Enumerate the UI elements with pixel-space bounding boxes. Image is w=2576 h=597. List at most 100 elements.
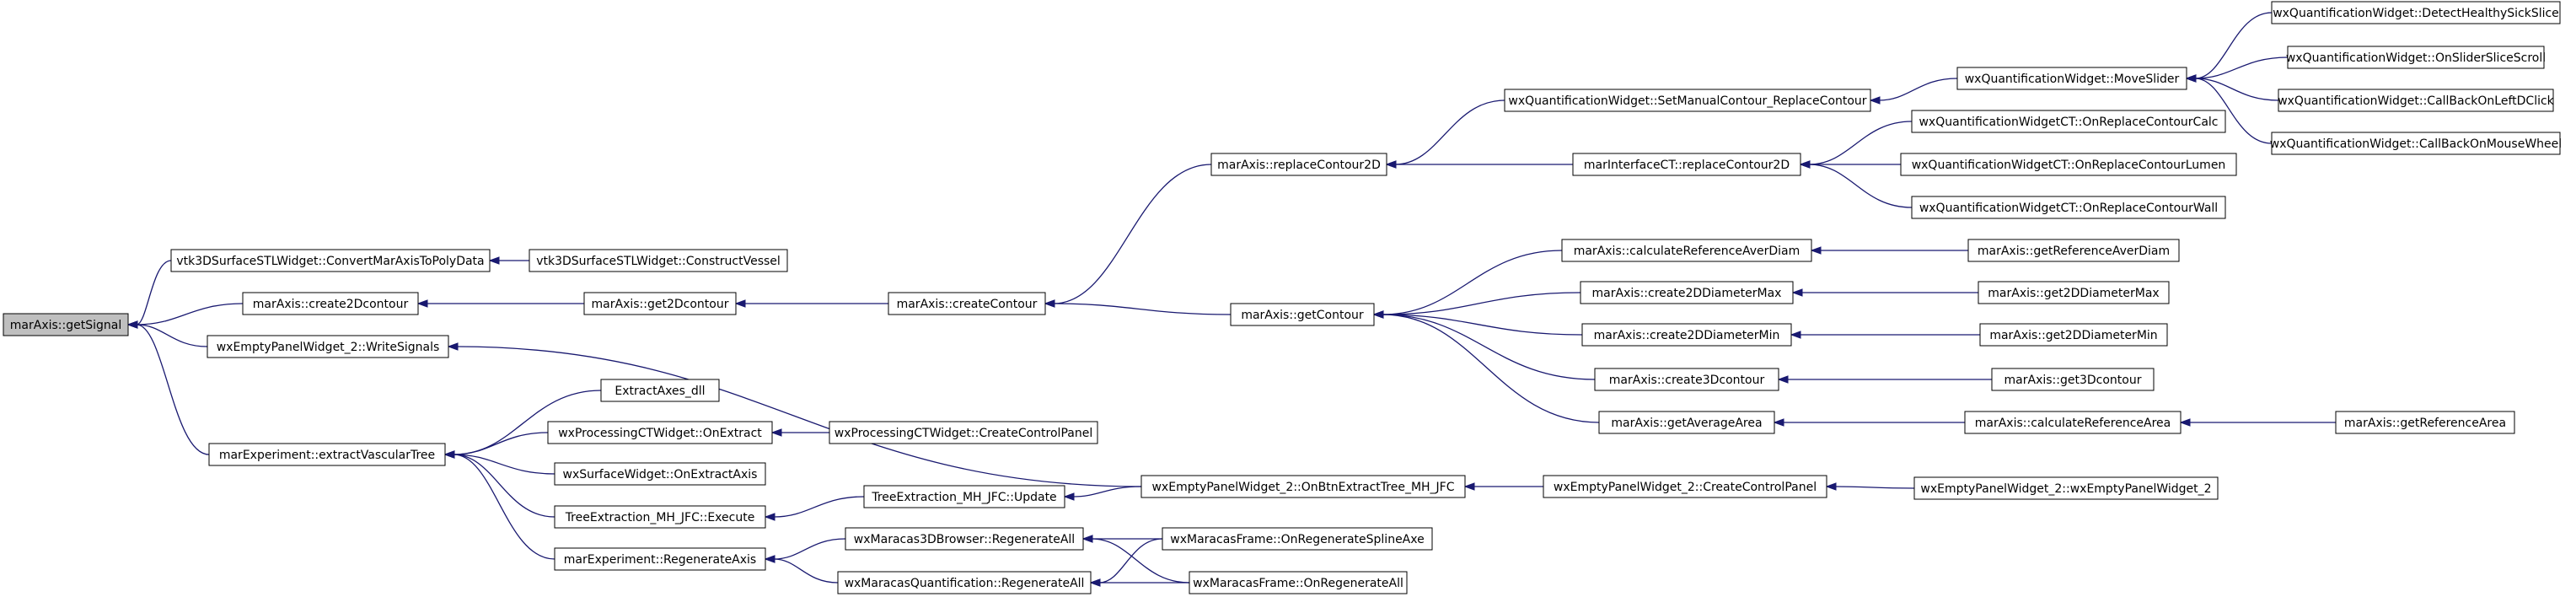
node-box [1572, 153, 1801, 176]
node-wxsurfacewidget-onextractaxis[interactable]: wxSurfaceWidget::OnExtractAxis [554, 462, 766, 486]
node-box [1978, 281, 2170, 304]
node-maraxis-create2ddiametermin[interactable]: marAxis::create2DDiameterMin [1581, 323, 1792, 347]
node-box [3, 313, 129, 336]
node-box [1561, 239, 1812, 262]
edge-wxquantificationwidgetct-onreplacecontourcalc-to-marinterfacect-replacecontour2d [1808, 121, 1913, 165]
node-wxquantificationwidget-moveslider[interactable]: wxQuantificationWidget::MoveSlider [1956, 67, 2187, 90]
node-label: wxEmptyPanelWidget_2::CreateControlPanel [1554, 481, 1817, 494]
edge-maraxis-getaveragearea-to-maraxis-getcontour [1382, 314, 1600, 423]
node-label: wxProcessingCTWidget::OnExtract [558, 427, 762, 440]
node-wxemptypanelwidget-2-onbtnextracttree-mh-jfc[interactable]: wxEmptyPanelWidget_2::OnBtnExtractTree_M… [1140, 475, 1466, 498]
node-box [170, 249, 491, 272]
node-wxemptypanelwidget-2-writesignals[interactable]: wxEmptyPanelWidget_2::WriteSignals [207, 335, 449, 358]
arrowhead-icon [1790, 331, 1801, 339]
arrowhead-icon [1044, 299, 1055, 308]
node-maraxis-createcontour[interactable]: marAxis::createContour [888, 292, 1046, 315]
node-maraxis-get2ddiametermin[interactable]: marAxis::get2DDiameterMin [1979, 323, 2168, 347]
node-maraxis-getaveragearea[interactable]: marAxis::getAverageArea [1598, 411, 1775, 434]
node-wxquantificationwidgetct-onreplacecontourcalc[interactable]: wxQuantificationWidgetCT::OnReplaceConto… [1911, 110, 2226, 133]
edge-wxemptypanelwidget-2-onbtnextracttree-mh-jfc-to-wxemptypanelwidget-2-writesignals [456, 346, 1142, 487]
arrowhead-icon [488, 256, 500, 265]
node-label: marAxis::getSignal [10, 319, 121, 332]
node-label: wxMaracas3DBrowser::RegenerateAll [854, 533, 1075, 546]
node-extractaxes-dll[interactable]: ExtractAxes_dll [600, 379, 720, 402]
node-label: marExperiment::RegenerateAxis [564, 553, 756, 567]
node-wxmaracasframe-onregenerateall[interactable]: wxMaracasFrame::OnRegenerateAll [1189, 571, 1408, 594]
node-wxquantificationwidget-setmanualcontour-replacecontour[interactable]: wxQuantificationWidget::SetManualContour… [1504, 89, 1871, 112]
arrowhead-icon [416, 299, 428, 308]
node-maraxis-getcontour[interactable]: marAxis::getContour [1230, 303, 1375, 326]
node-label: wxQuantificationWidget::CallBackOnLeftDC… [2278, 94, 2554, 108]
node-wxprocessingctwidget-createcontrolpanel[interactable]: wxProcessingCTWidget::CreateControlPanel [829, 421, 1098, 444]
node-label: wxMaracasQuantification::RegenerateAll [845, 577, 1085, 590]
node-box [829, 421, 1098, 444]
arrowhead-icon [1063, 492, 1075, 501]
node-label: marAxis::getReferenceArea [2344, 417, 2506, 430]
node-label: wxQuantificationWidgetCT::OnReplaceConto… [1919, 202, 2218, 215]
node-vtk3dsurfacestlwidget-constructvessel[interactable]: vtk3DSurfaceSTLWidget::ConstructVessel [529, 249, 788, 272]
node-wxemptypanelwidget-2-createcontrolpanel[interactable]: wxEmptyPanelWidget_2::CreateControlPanel [1543, 475, 1827, 498]
node-box [888, 292, 1046, 315]
node-maraxis-create2dcontour[interactable]: marAxis::create2Dcontour [242, 292, 419, 315]
node-maraxis-create2ddiametermax[interactable]: marAxis::create2DDiameterMax [1580, 281, 1794, 304]
node-maraxis-getsignal[interactable]: marAxis::getSignal [3, 313, 129, 336]
node-label: vtk3DSurfaceSTLWidget::ConvertMarAxisToP… [176, 255, 484, 268]
node-marexperiment-regenerateaxis[interactable]: marExperiment::RegenerateAxis [554, 547, 766, 571]
node-box [600, 379, 720, 402]
node-vtk3dsurfacestlwidget-convertmaraxistopolydata[interactable]: vtk3DSurfaceSTLWidget::ConvertMarAxisToP… [170, 249, 491, 272]
node-maraxis-get3dcontour[interactable]: marAxis::get3Dcontour [1991, 368, 2155, 391]
node-marexperiment-extractvasculartree[interactable]: marExperiment::extractVascularTree [208, 443, 446, 466]
node-box [583, 292, 737, 315]
edge-wxemptypanelwidget-2-wxemptypanelwidget-2-to-wxemptypanelwidget-2-createcontrolpanel [1834, 486, 1915, 489]
node-maraxis-get2ddiametermax[interactable]: marAxis::get2DDiameterMax [1978, 281, 2170, 304]
node-wxquantificationwidget-onsliderslicescroll[interactable]: wxQuantificationWidget::OnSliderSliceScr… [2286, 46, 2546, 69]
node-box [2278, 89, 2554, 112]
edge-marexperiment-regenerateaxis-to-marexperiment-extractvasculartree [453, 454, 555, 560]
node-box [554, 505, 766, 529]
node-box [2271, 132, 2561, 155]
node-label: wxQuantificationWidget::CallBackOnMouseW… [2270, 137, 2562, 151]
arrowhead-icon [443, 450, 455, 459]
edge-maraxis-create2dcontour-to-maraxis-getsignal [136, 303, 244, 325]
node-wxmaracasframe-onregeneratesplineaxe[interactable]: wxMaracasFrame::OnRegenerateSplineAxe [1162, 527, 1433, 551]
node-wxmaracas3dbrowser-regenerateall[interactable]: wxMaracas3DBrowser::RegenerateAll [845, 527, 1084, 551]
edge-wxprocessingctwidget-onextract-to-marexperiment-extractvasculartree [453, 432, 549, 455]
edge-wxquantificationwidgetct-onreplacecontourwall-to-marinterfacect-replacecontour2d [1808, 164, 1913, 208]
edge-wxmaracasquantification-regenerateall-to-marexperiment-regenerateaxis [773, 558, 839, 584]
node-treeextraction-mh-jfc-update[interactable]: TreeExtraction_MH_JFC::Update [863, 485, 1065, 508]
node-wxquantificationwidget-callbackonmousewheel[interactable]: wxQuantificationWidget::CallBackOnMouseW… [2270, 132, 2562, 155]
node-maraxis-calculatereferencearea[interactable]: marAxis::calculateReferenceArea [1964, 411, 2182, 434]
node-wxquantificationwidgetct-onreplacecontourwall[interactable]: wxQuantificationWidgetCT::OnReplaceConto… [1911, 196, 2226, 219]
node-label: marAxis::get2Dcontour [592, 298, 729, 311]
node-wxprocessingctwidget-onextract[interactable]: wxProcessingCTWidget::OnExtract [547, 421, 773, 444]
node-maraxis-getreferencearea[interactable]: marAxis::getReferenceArea [2335, 411, 2515, 434]
node-wxmaracasquantification-regenerateall[interactable]: wxMaracasQuantification::RegenerateAll [837, 571, 1092, 594]
node-marinterfacect-replacecontour2d[interactable]: marInterfaceCT::replaceContour2D [1572, 153, 1801, 176]
node-treeextraction-mh-jfc-execute[interactable]: TreeExtraction_MH_JFC::Execute [554, 505, 766, 529]
node-wxemptypanelwidget-2-wxemptypanelwidget-2[interactable]: wxEmptyPanelWidget_2::wxEmptyPanelWidget… [1913, 476, 2219, 500]
node-box [1911, 110, 2226, 133]
node-box [554, 462, 766, 486]
node-label: marAxis::get3Dcontour [2004, 374, 2142, 387]
node-box [845, 527, 1084, 551]
node-label: wxSurfaceWidget::OnExtractAxis [563, 468, 758, 481]
node-label: marAxis::calculateReferenceArea [1975, 417, 2171, 430]
node-label: wxQuantificationWidget::MoveSlider [1965, 73, 2180, 86]
node-label: marAxis::getContour [1241, 309, 1364, 322]
node-wxquantificationwidget-callbackonleftdclick[interactable]: wxQuantificationWidget::CallBackOnLeftDC… [2278, 89, 2555, 112]
node-wxquantificationwidget-detecthealthysickslice[interactable]: wxQuantificationWidget::DetectHealthySic… [2271, 1, 2561, 24]
node-box [1581, 323, 1792, 347]
node-box [1991, 368, 2155, 391]
node-maraxis-replacecontour2d[interactable]: marAxis::replaceContour2D [1210, 153, 1387, 176]
node-maraxis-calculatereferenceaverdiam[interactable]: marAxis::calculateReferenceAverDiam [1561, 239, 1812, 262]
edge-wxemptypanelwidget-2-onbtnextracttree-mh-jfc-to-treeextraction-mh-jfc-update [1072, 486, 1142, 498]
node-box [207, 335, 449, 358]
arrowhead-icon [2185, 74, 2197, 83]
node-wxquantificationwidgetct-onreplacecontourlumen[interactable]: wxQuantificationWidgetCT::OnReplaceConto… [1900, 153, 2237, 176]
node-maraxis-create3dcontour[interactable]: marAxis::create3Dcontour [1594, 368, 1779, 391]
node-maraxis-get2dcontour[interactable]: marAxis::get2Dcontour [583, 292, 737, 315]
node-maraxis-getreferenceaverdiam[interactable]: marAxis::getReferenceAverDiam [1967, 239, 2180, 262]
edge-maraxis-calculatereferenceaverdiam-to-maraxis-getcontour [1382, 250, 1563, 315]
edge-wxmaracas3dbrowser-regenerateall-to-marexperiment-regenerateaxis [773, 538, 846, 560]
edge-wxquantificationwidget-setmanualcontour-replacecontour-to-maraxis-replacecontour2d [1394, 100, 1505, 165]
